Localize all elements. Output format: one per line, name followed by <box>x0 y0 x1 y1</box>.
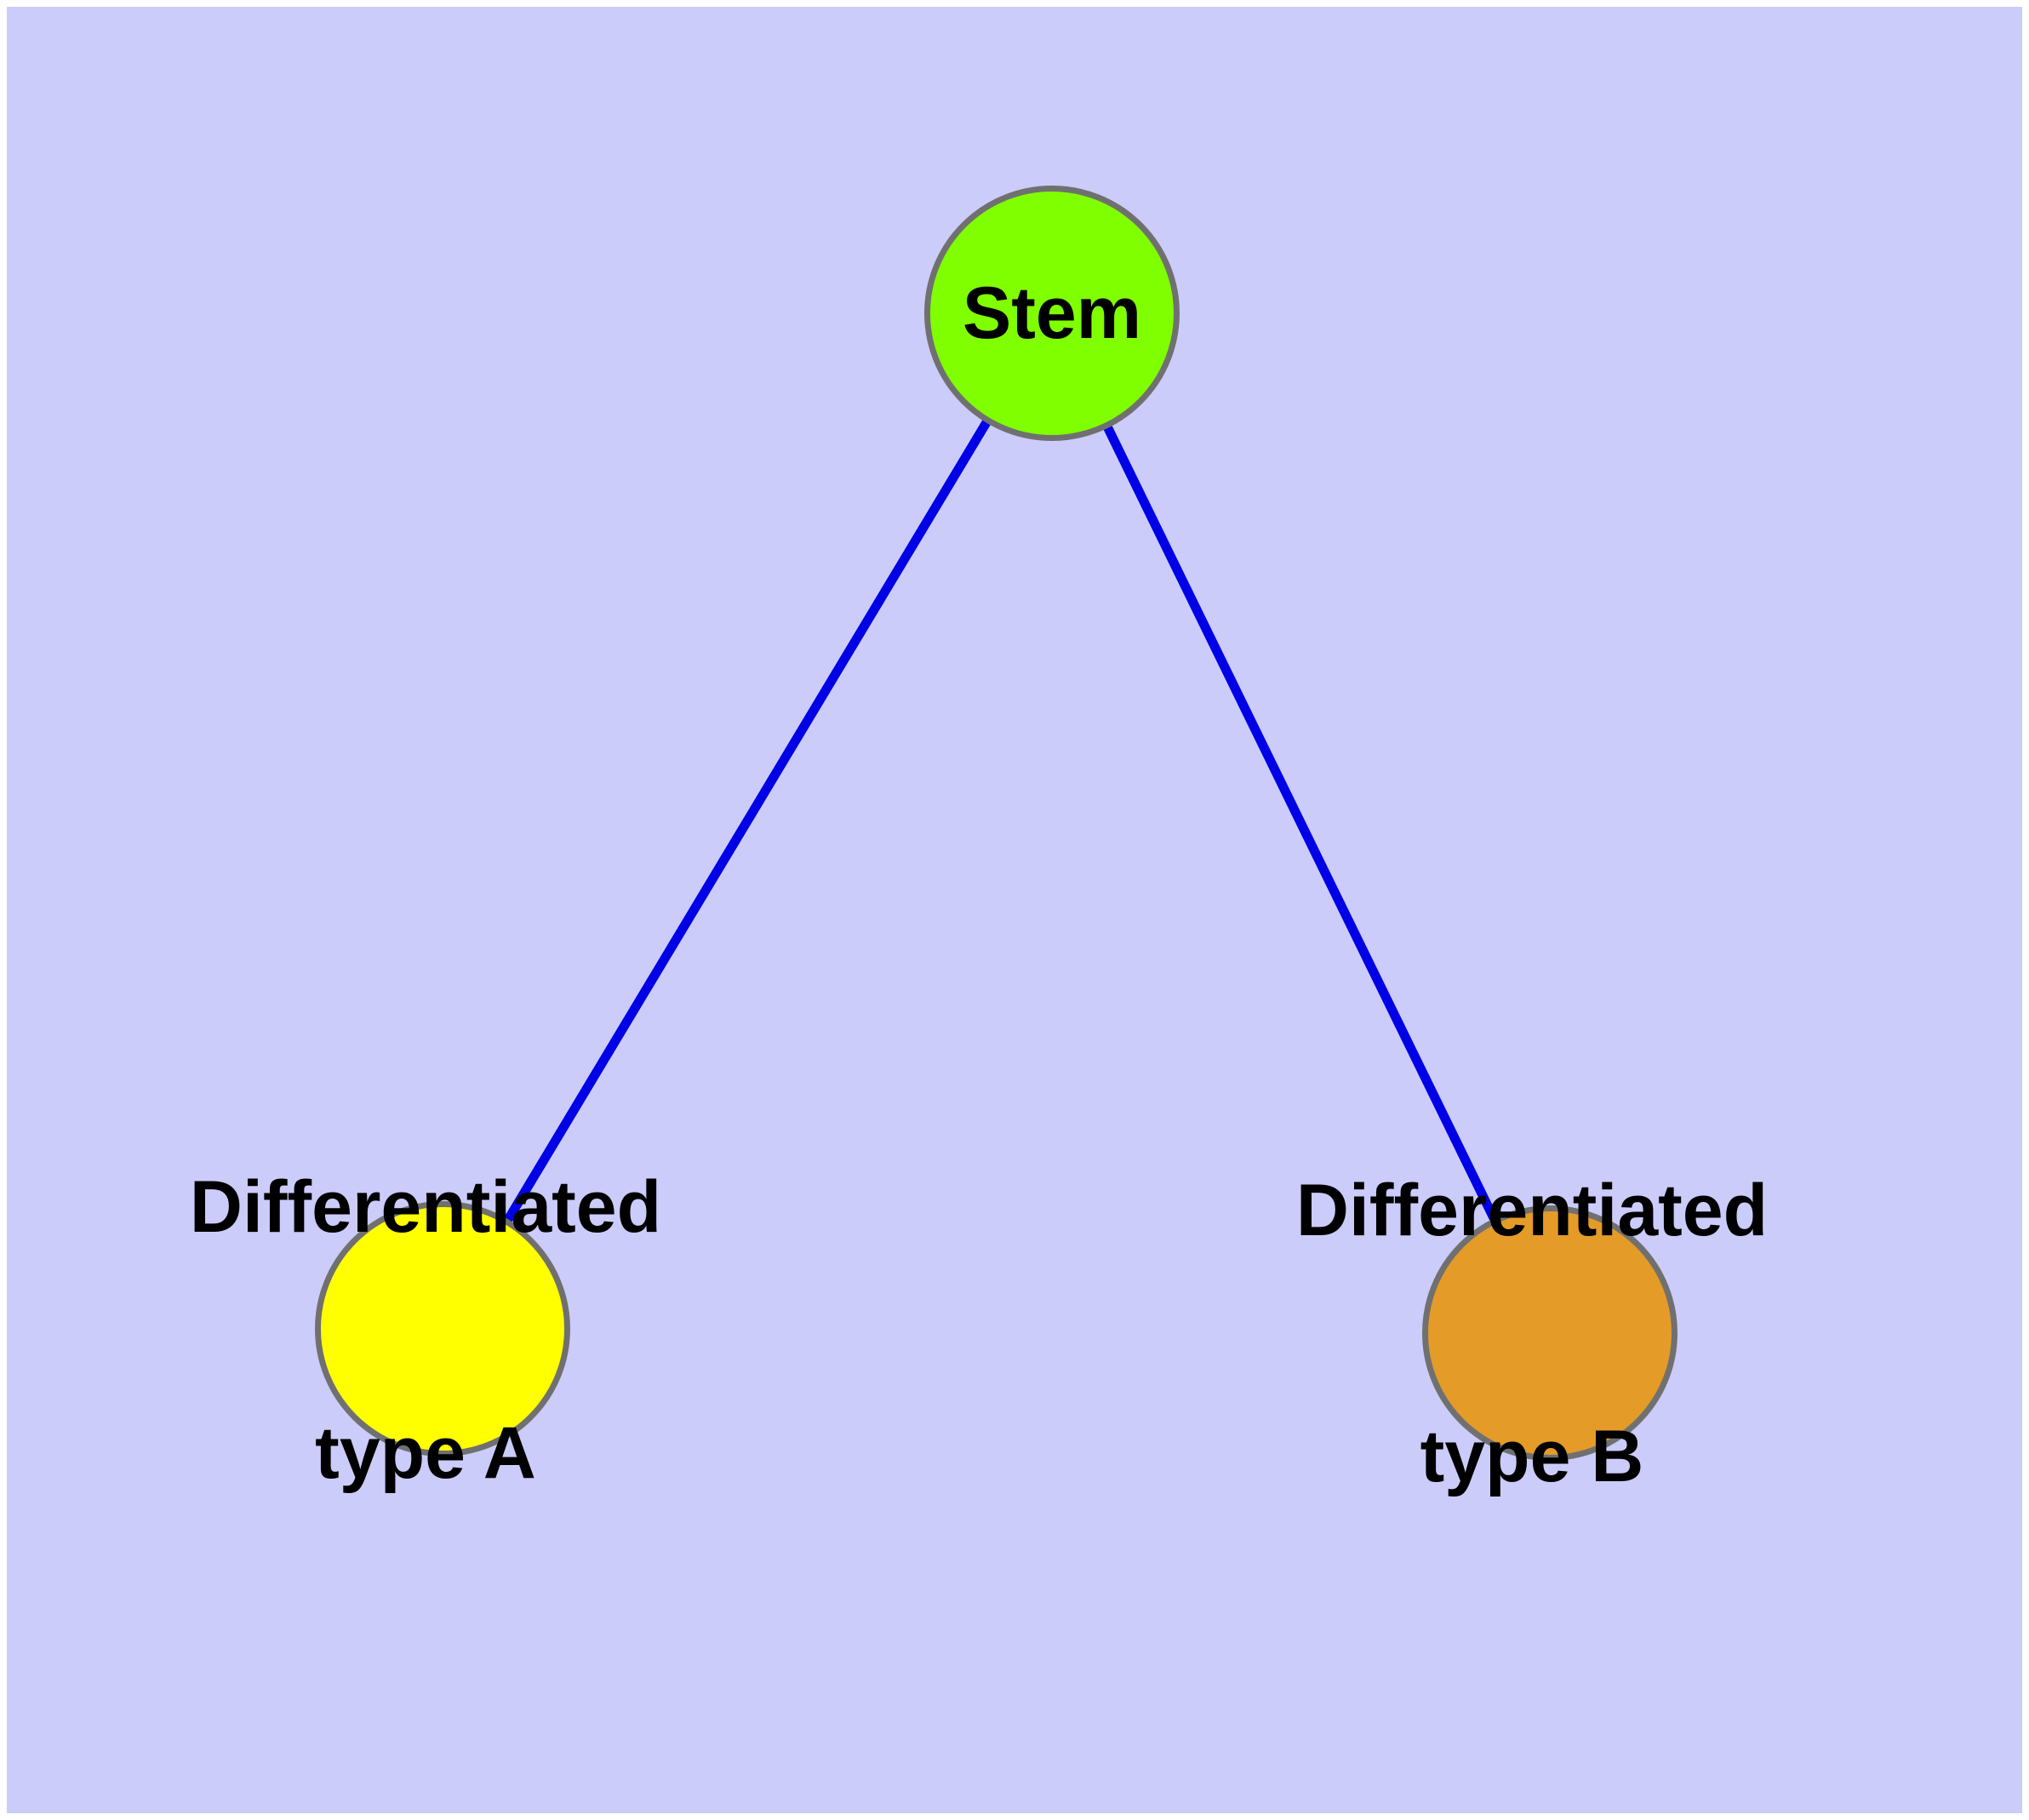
nodes-group <box>315 186 1677 1461</box>
node-circle-diff_b[interactable] <box>1422 1205 1677 1461</box>
node-circle-diff_a[interactable] <box>315 1201 570 1457</box>
edge-stem-to-diff_b <box>1048 311 1554 1336</box>
edge-stem-to-diff_a <box>438 311 1056 1331</box>
node-circle-stem[interactable] <box>924 186 1180 441</box>
edges-group <box>438 311 1554 1336</box>
